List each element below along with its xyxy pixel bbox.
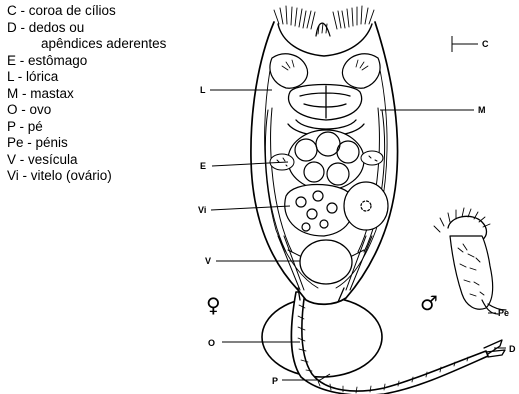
female-rotifer [251, 6, 505, 394]
callout-line-c [452, 36, 478, 52]
callout-label-v: V [205, 256, 211, 266]
callout-label-pe: Pe [498, 308, 509, 318]
callout-label-o: O [208, 338, 215, 348]
male-symbol: ♂ [420, 291, 438, 315]
callout-label-p: P [272, 376, 278, 386]
contractile-vesicle [300, 240, 352, 284]
callout-label-c: C [482, 39, 489, 49]
male-rotifer [434, 208, 506, 314]
callout-label-e: E [200, 161, 206, 171]
callout-label-d: D [509, 344, 516, 354]
vitellarium [285, 182, 388, 236]
stomach [288, 130, 364, 190]
female-symbol: ♀ [206, 293, 221, 317]
callout-label-vi: Vi [198, 205, 206, 215]
egg [262, 297, 382, 377]
callout-label-m: M [478, 105, 486, 115]
callout-label-l: L [200, 85, 206, 95]
